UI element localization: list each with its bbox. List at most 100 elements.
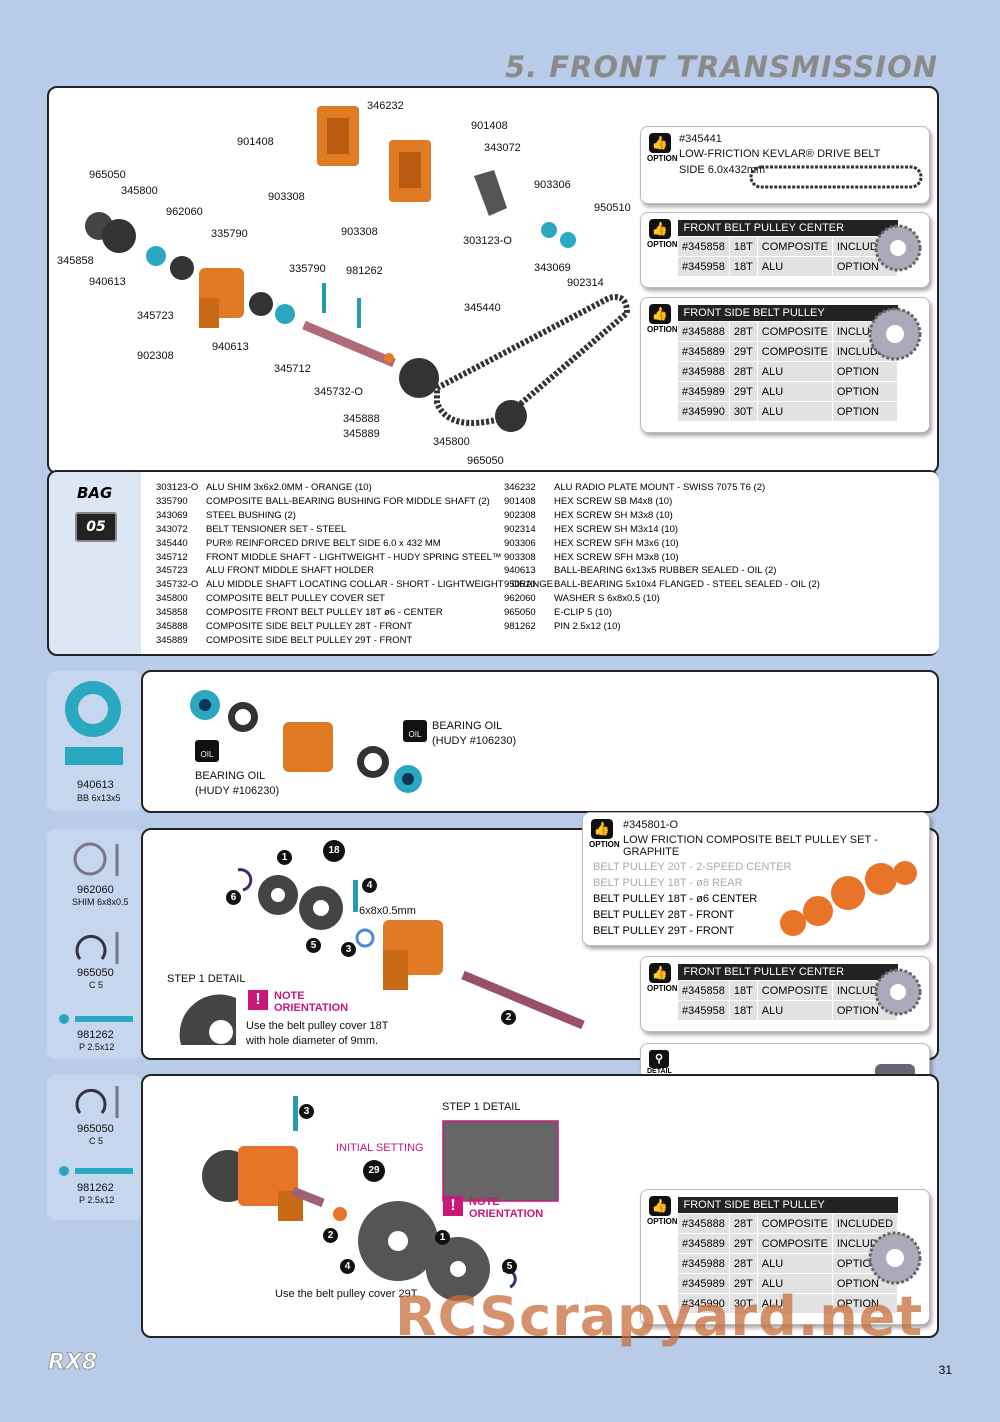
part-label: 965050 [467, 455, 504, 467]
note-title-2: ORIENTATION [274, 1002, 349, 1014]
part-code: 345858 [156, 607, 188, 619]
option-name: LOW FRICTION COMPOSITE BELT PULLEY SET -… [623, 834, 878, 858]
option-graphite-box: 👍OPTION #345801-O LOW FRICTION COMPOSITE… [582, 812, 930, 946]
side-part-desc: BB 6x13x5 [77, 793, 121, 803]
part-code: 902308 [504, 509, 536, 521]
part-label: 940613 [89, 276, 126, 288]
detail-magnifier-icon: ⚲DETAIL [647, 1050, 672, 1075]
option-thumb-icon: 👍OPTION [647, 133, 678, 163]
option-part-number: #345801-O [623, 819, 679, 831]
part-description: HEX SCREW SB M4x8 (10) [554, 495, 673, 507]
part-label: 950510 [594, 202, 631, 214]
side-part-desc: C 5 [89, 1136, 104, 1146]
list-item: BELT PULLEY 18T - ø8 REAR [593, 877, 743, 889]
side-part-code: 965050 [77, 1123, 114, 1135]
part-label: 335790 [289, 263, 326, 275]
part-code: 981262 [504, 621, 536, 633]
part-code: 345800 [156, 593, 188, 605]
note-icon: ! [248, 990, 268, 1010]
pulley-icon [868, 1231, 922, 1285]
part-label: 345800 [433, 436, 470, 448]
page-title: 5. FRONT TRANSMISSION [504, 50, 938, 84]
pulley-icon [874, 224, 922, 272]
part-label: 962060 [166, 206, 203, 218]
pin-icon [59, 1014, 133, 1024]
side-part-desc: P 2.5x12 [79, 1042, 115, 1052]
part-label: 940613 [212, 341, 249, 353]
step-detail-label: STEP 1 DETAIL [442, 1101, 521, 1113]
part-description: WASHER S 6x8x0.5 (10) [554, 593, 660, 605]
part-code: 343072 [156, 523, 188, 535]
option-sub: SIDE 6.0x432mm [679, 164, 766, 176]
parts-list-row: 903306 HEX SCREW SFH M3x6 (10) [504, 537, 826, 551]
side-part-code: 962060 [77, 884, 114, 896]
part-code: 903306 [504, 537, 536, 549]
part-description: STEEL BUSHING (2) [206, 509, 296, 521]
part-description: COMPOSITE SIDE BELT PULLEY 28T - FRONT [206, 621, 413, 633]
part-label: 903308 [268, 191, 305, 203]
step-number-badge: 5 [306, 938, 321, 953]
part-label: 335790 [211, 228, 248, 240]
part-code: 345888 [156, 621, 188, 633]
option-thumb-icon: 👍OPTION [647, 963, 678, 993]
part-label: 901408 [471, 120, 508, 132]
part-code: 345712 [156, 551, 188, 563]
option-thumb-icon: 👍OPTION [647, 219, 678, 249]
part-description: ALU FRONT MIDDLE SHAFT HOLDER [206, 565, 375, 577]
parts-list-row: 962060 WASHER S 6x8x0.5 (10) [504, 592, 826, 606]
part-code: 901408 [504, 495, 536, 507]
step-number-badge: 3 [341, 942, 356, 957]
option-name: LOW-FRICTION KEVLAR® DRIVE BELT [679, 148, 881, 160]
part-description: ALU RADIO PLATE MOUNT - SWISS 7075 T6 (2… [554, 482, 766, 493]
part-code: 902314 [504, 523, 536, 535]
oil-label-left: BEARING OIL [195, 770, 266, 782]
part-description: HEX SCREW SFH M3x8 (10) [554, 551, 679, 563]
watermark: RCScrapyard.net [395, 1285, 924, 1348]
note-icon: ! [443, 1196, 463, 1216]
part-description: COMPOSITE BELT PULLEY COVER SET [206, 593, 385, 605]
teeth-badge-icon: 18 [323, 840, 345, 862]
step-number-badge: 1 [435, 1230, 450, 1245]
part-description: ALU SHIM 3x6x2.0MM - ORANGE (10) [206, 482, 372, 493]
step3-diagram [202, 1096, 559, 1301]
part-description: HEX SCREW SFH M3x6 (10) [554, 537, 679, 549]
part-label: 345888 [343, 413, 380, 425]
part-description: BALL-BEARING 6x13x5 RUBBER SEALED - OIL … [554, 565, 777, 577]
part-label: 902308 [137, 350, 174, 362]
note-title: NOTE [274, 990, 305, 1002]
part-code: 962060 [504, 593, 536, 605]
e-clip-icon [75, 932, 119, 964]
parts-list-row: 345888 COMPOSITE SIDE BELT PULLEY 28T - F… [156, 620, 559, 634]
part-code: 940613 [504, 565, 536, 577]
side-part-desc: P 2.5x12 [79, 1195, 115, 1205]
e-clip-icon [75, 1086, 119, 1118]
part-description: COMPOSITE BALL-BEARING BUSHING FOR MIDDL… [206, 495, 490, 507]
part-description: COMPOSITE SIDE BELT PULLEY 29T - FRONT [206, 634, 413, 646]
part-description: ALU MIDDLE SHAFT LOCATING COLLAR - SHORT… [206, 579, 553, 591]
part-description: BALL-BEARING 5x10x4 FLANGED - STEEL SEAL… [554, 579, 820, 591]
part-label: 345800 [121, 185, 158, 197]
part-label: 903308 [341, 226, 378, 238]
belt-icon [749, 165, 923, 189]
